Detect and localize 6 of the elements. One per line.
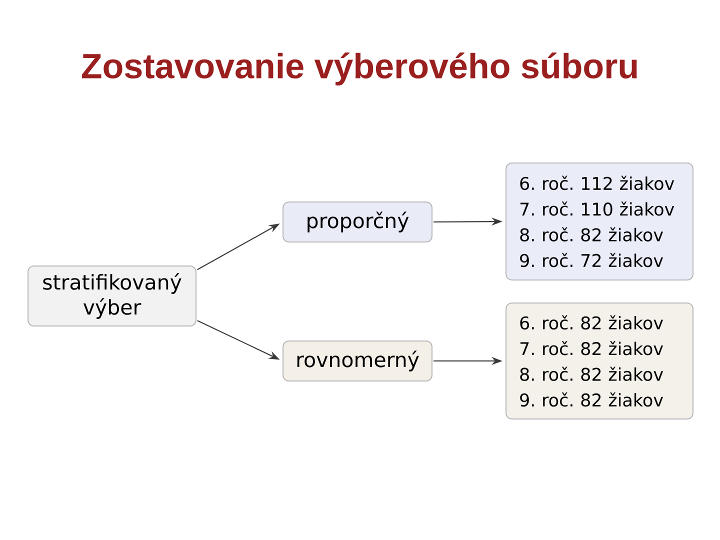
list-box: 6. roč. 82 žiakov 7. roč. 82 žiakov 8. roč. 82 žiakov 9. roč. 82 žiakov	[506, 302, 694, 420]
list-box: 6. roč. 112 žiakov 7. roč. 110 žiakov 8. roč. 82 žiakov 9. roč. 72 žiakov	[506, 162, 694, 280]
process-box: stratifikovaný výber	[28, 265, 196, 326]
process-box: proporčný	[282, 202, 432, 242]
process-box: rovnomerný	[282, 340, 432, 382]
title: Zostavovanie výberového súboru	[82, 52, 637, 86]
